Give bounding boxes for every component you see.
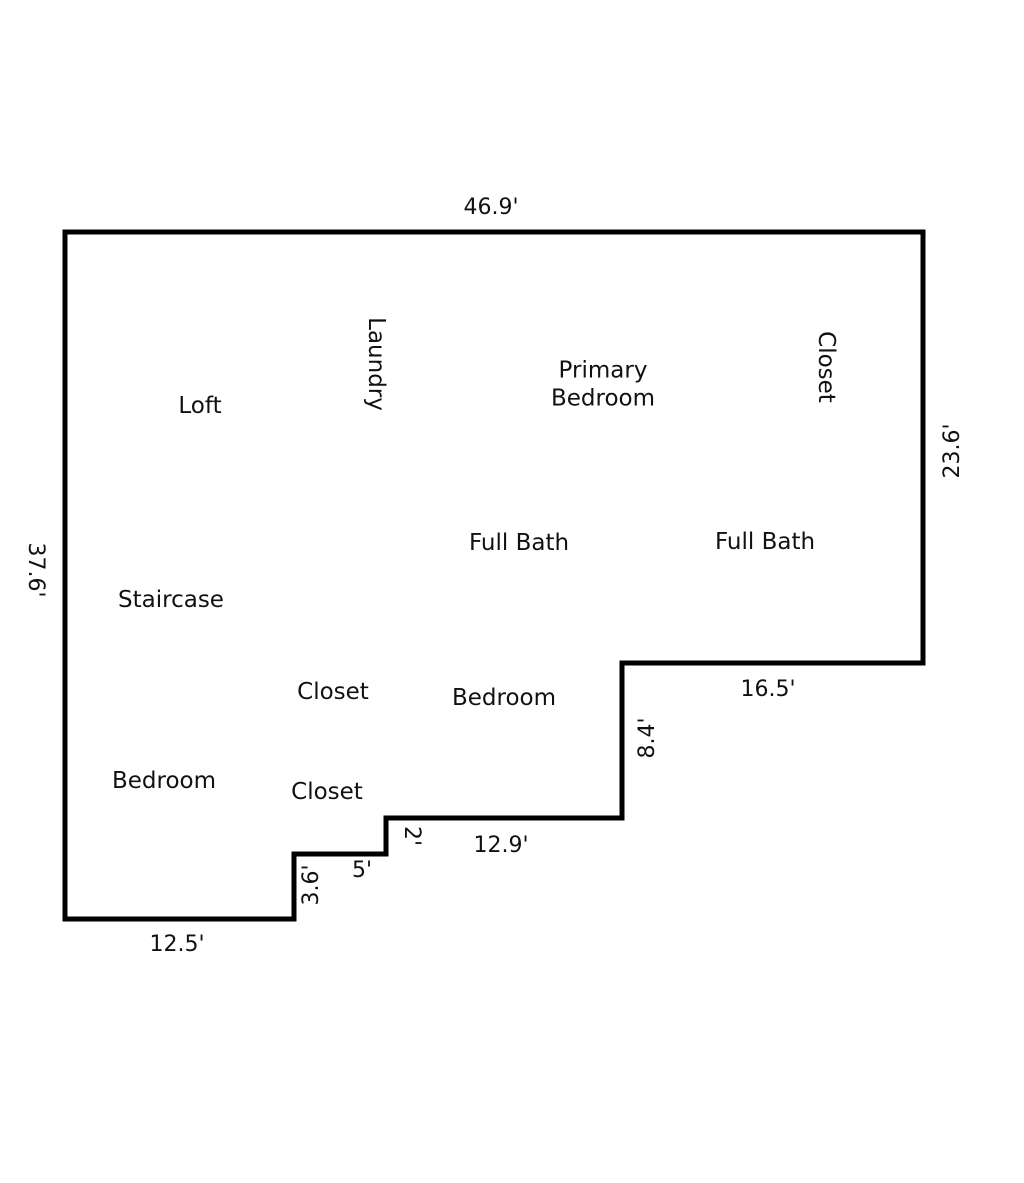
dimension-right-step: 16.5'	[740, 676, 796, 702]
room-full-bath-1: Full Bath	[468, 530, 570, 557]
dimension-middle-step: 12.9'	[473, 832, 529, 858]
room-loft: Loft	[178, 393, 222, 420]
room-closet-1: Closet	[297, 679, 369, 706]
exterior-wall	[62, 229, 926, 922]
dimension-top: 46.9'	[463, 194, 519, 220]
dimension-small-step-vertical: 2'	[399, 825, 425, 847]
room-bedroom-center: Bedroom	[451, 685, 557, 712]
dimension-small-step-horizontal: 5'	[351, 857, 373, 883]
dimension-lower-step-vertical: 3.6'	[298, 864, 324, 906]
room-laundry: Laundry	[362, 317, 389, 411]
dimension-left: 37.6'	[23, 542, 49, 598]
dimension-vertical-step: 8.4'	[634, 717, 660, 759]
room-bedroom-left: Bedroom	[111, 768, 217, 795]
dimension-right: 23.6'	[939, 423, 965, 479]
dimension-bottom: 12.5'	[149, 931, 205, 957]
room-closet-2: Closet	[291, 779, 363, 806]
room-closet-primary: Closet	[812, 331, 839, 403]
room-primary-bedroom: Primary Bedroom	[550, 357, 656, 411]
room-staircase: Staircase	[118, 587, 224, 614]
room-full-bath-2: Full Bath	[714, 529, 816, 556]
